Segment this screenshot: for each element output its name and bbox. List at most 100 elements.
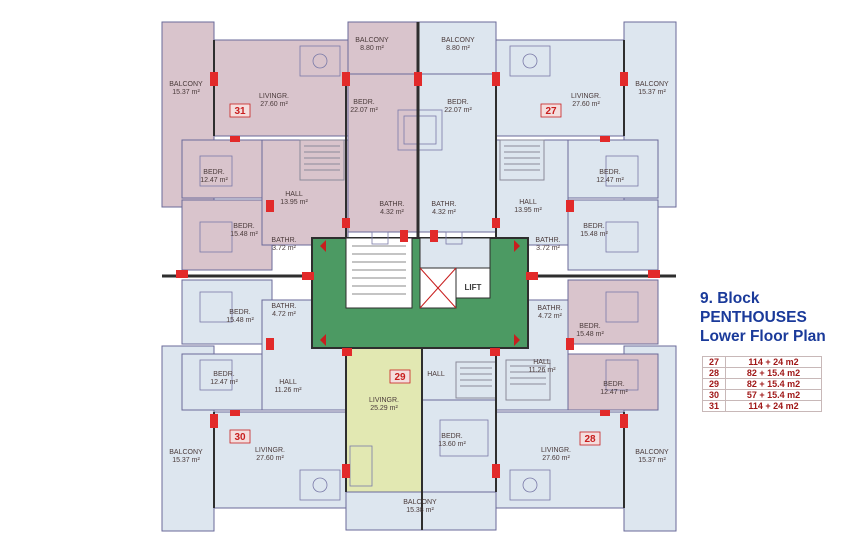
unit-30-area: [161, 279, 347, 532]
balcony-label: BALCONY: [635, 449, 669, 456]
floor-plan: BALCONY 8.80 m² BALCONY 8.80 m² BALCONY …: [161, 21, 677, 532]
bedroom-label: BEDR.: [447, 99, 468, 106]
furniture: [199, 45, 639, 501]
area-label: 8.80 m²: [446, 45, 470, 52]
unit-27-number: 27: [545, 106, 557, 117]
unit-31-area: [161, 21, 419, 271]
bathroom-label: BATHR.: [271, 237, 296, 244]
bathroom-label: BATHR.: [379, 201, 404, 208]
unit-28-number: 28: [584, 434, 596, 445]
area-label: 15.37 m²: [638, 457, 666, 464]
area-label: 25.29 m²: [370, 405, 398, 412]
bathroom-label: BATHR.: [537, 305, 562, 312]
area-label: 11.26 m²: [274, 387, 302, 394]
area-label: 4.32 m²: [380, 209, 404, 216]
area-label: 27.60 m²: [572, 101, 600, 108]
area-label: 3.72 m²: [536, 245, 560, 252]
table-row: 30 57 + 15.4 m2: [702, 389, 822, 401]
area-label: 4.72 m²: [272, 311, 296, 318]
balcony-label: BALCONY: [635, 81, 669, 88]
floor-plan-title: Lower Floor Plan: [700, 328, 826, 345]
table-row: 29 82 + 15.4 m2: [702, 378, 822, 390]
balcony-label: BALCONY: [169, 449, 203, 456]
door-markers: [176, 72, 660, 478]
bedroom-label: BEDR.: [229, 309, 250, 316]
unit-area-cell: 114 + 24 m2: [725, 400, 822, 412]
area-label: 12.47 m²: [200, 177, 228, 184]
unit-number-tags: 31 27 30 28 29: [229, 103, 601, 446]
unit-30-number: 30: [234, 432, 246, 443]
bedroom-label: BEDR.: [579, 323, 600, 330]
area-label: 12.47 m²: [210, 379, 238, 386]
unit-number-cell: 29: [702, 378, 726, 390]
area-label: 11.26 m²: [528, 367, 556, 374]
hall-label: HALL: [519, 199, 537, 206]
balcony-label: BALCONY: [403, 499, 437, 506]
unit-27-area: [417, 21, 677, 271]
bedroom-label: BEDR.: [441, 433, 462, 440]
livingroom-label: LIVINGR.: [571, 93, 601, 100]
area-label: 15.48 m²: [226, 317, 254, 324]
bedroom-label: BEDR.: [603, 381, 624, 388]
livingroom-label: LIVINGR.: [541, 447, 571, 454]
area-label: 3.72 m²: [272, 245, 296, 252]
bathroom-label: BATHR.: [431, 201, 456, 208]
area-label: 22.07 m²: [444, 107, 472, 114]
table-row: 27 114 + 24 m2: [702, 356, 822, 368]
hall-label: HALL: [285, 191, 303, 198]
livingroom-label: LIVINGR.: [369, 397, 399, 404]
area-label: 13.95 m²: [514, 207, 542, 214]
area-label: 13.60 m²: [438, 441, 466, 448]
unit-29-number: 29: [394, 372, 406, 383]
penthouses-title: PENTHOUSES: [700, 309, 807, 326]
table-row: 31 114 + 24 m2: [702, 400, 822, 412]
area-label: 15.37 m²: [172, 457, 200, 464]
unit-area-cell: 82 + 15.4 m2: [725, 378, 822, 390]
unit-31-number: 31: [234, 106, 246, 117]
area-label: 15.48 m²: [230, 231, 258, 238]
balcony-label: BALCONY: [355, 37, 389, 44]
bedroom-label: BEDR.: [233, 223, 254, 230]
unit-area-cell: 57 + 15.4 m2: [725, 389, 822, 401]
area-label: 22.07 m²: [350, 107, 378, 114]
bedroom-label: BEDR.: [213, 371, 234, 378]
internal-stairs: [299, 139, 551, 401]
area-label: 15.48 m²: [576, 331, 604, 338]
livingroom-label: LIVINGR.: [255, 447, 285, 454]
area-label: 8.80 m²: [360, 45, 384, 52]
unit-number-cell: 27: [702, 356, 726, 368]
unit-area-cell: 114 + 24 m2: [725, 356, 822, 368]
unit-number-cell: 31: [702, 400, 726, 412]
area-label: 27.60 m²: [260, 101, 288, 108]
area-label: 27.60 m²: [256, 455, 284, 462]
bathroom-label: BATHR.: [271, 303, 296, 310]
bathroom-label: BATHR.: [535, 237, 560, 244]
bedroom-label: BEDR.: [583, 223, 604, 230]
livingroom-label: LIVINGR.: [259, 93, 289, 100]
hall-label: HALL: [427, 371, 445, 378]
area-label: 27.60 m²: [542, 455, 570, 462]
hall-label: HALL: [533, 359, 551, 366]
lift-label: LIFT: [465, 283, 482, 292]
unit-area-table: 27 114 + 24 m2 28 82 + 15.4 m2 29 82 + 1…: [702, 356, 822, 412]
unit-area-cell: 82 + 15.4 m2: [725, 367, 822, 379]
area-label: 15.37 m²: [638, 89, 666, 96]
area-label: 12.47 m²: [596, 177, 624, 184]
area-label: 4.32 m²: [432, 209, 456, 216]
balcony-label: BALCONY: [169, 81, 203, 88]
bedroom-label: BEDR.: [203, 169, 224, 176]
area-label: 15.38 m²: [406, 507, 434, 514]
area-label: 12.47 m²: [600, 389, 628, 396]
bedroom-label: BEDR.: [599, 169, 620, 176]
unit-28-area: [421, 279, 677, 532]
unit-number-cell: 28: [702, 367, 726, 379]
hall-label: HALL: [279, 379, 297, 386]
plan-legend-title: 9. Block PENTHOUSES Lower Floor Plan: [700, 289, 826, 346]
room-labels: BALCONY 8.80 m² BALCONY 8.80 m² BALCONY …: [169, 37, 669, 514]
bedroom-label: BEDR.: [353, 99, 374, 106]
table-row: 28 82 + 15.4 m2: [702, 367, 822, 379]
area-label: 13.95 m²: [280, 199, 308, 206]
area-label: 15.48 m²: [580, 231, 608, 238]
block-title: 9. Block: [700, 290, 760, 307]
unit-number-cell: 30: [702, 389, 726, 401]
